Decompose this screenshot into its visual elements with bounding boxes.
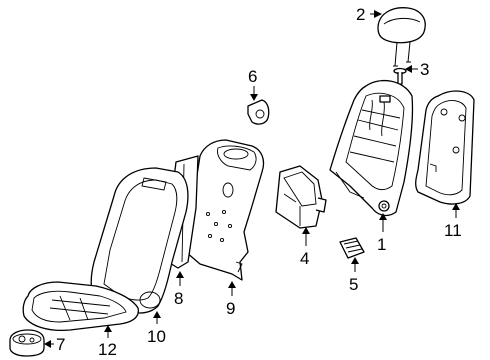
part-3-guide: [393, 67, 407, 85]
callout-7: 7: [56, 335, 65, 354]
callout-10: 10: [147, 327, 166, 346]
part-12-seat-cushion: [22, 281, 140, 332]
callout-12: 12: [98, 340, 117, 359]
callout-4: 4: [300, 249, 309, 268]
callout-1: 1: [377, 235, 386, 254]
callout-11: 11: [444, 221, 462, 240]
callout-6: 6: [248, 67, 257, 86]
part-1-seatback-frame: [329, 79, 414, 217]
part-9-inner-frame: [185, 139, 265, 281]
leader-lines: [44, 10, 460, 348]
callout-2: 2: [356, 5, 365, 24]
callout-9: 9: [226, 299, 235, 318]
callout-8: 8: [174, 289, 183, 308]
part-5-grille: [339, 237, 365, 259]
part-6-clip: [247, 99, 270, 125]
part-2-headrest: [377, 7, 426, 67]
callout-3: 3: [420, 60, 429, 79]
part-7-component: [9, 329, 45, 357]
callout-5: 5: [349, 275, 358, 294]
part-4-module: [275, 165, 327, 229]
part-11-back-panel: [415, 90, 475, 205]
